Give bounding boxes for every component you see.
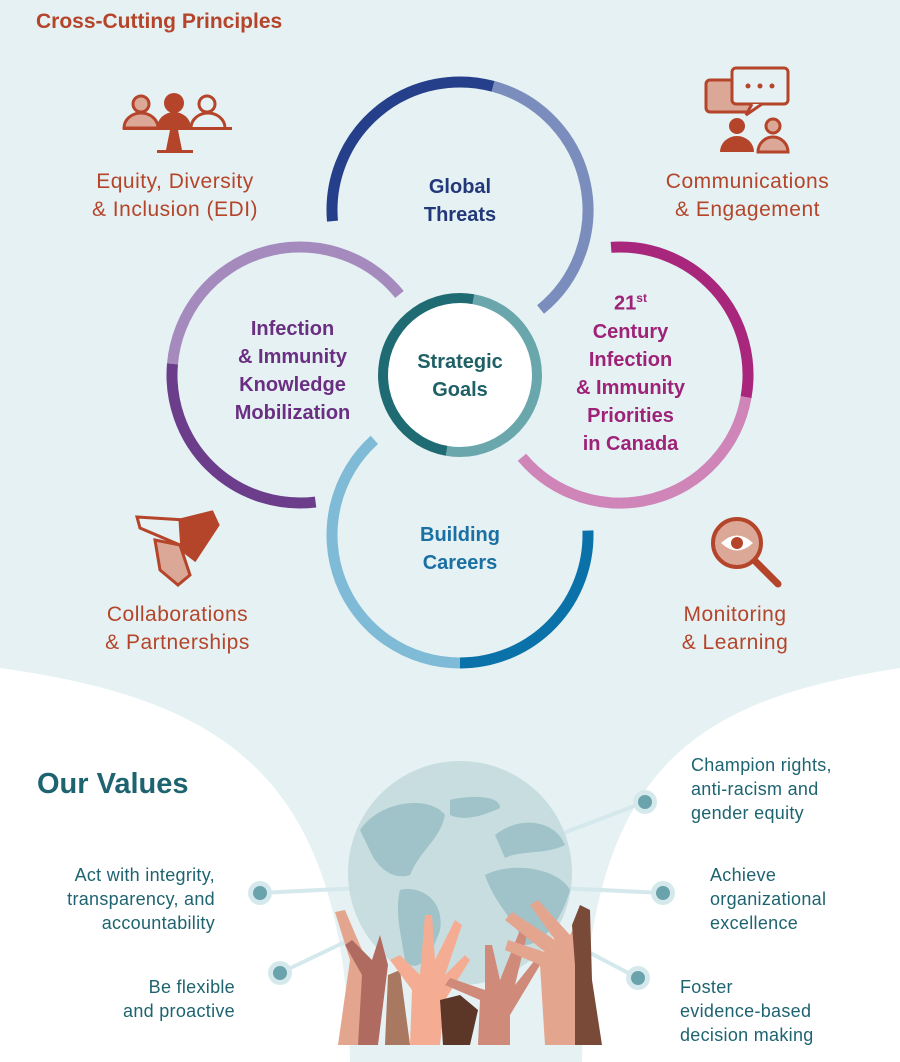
value-line: Achieve bbox=[710, 865, 777, 885]
goal-line: Knowledge bbox=[239, 374, 346, 396]
value-line: accountability bbox=[101, 913, 215, 933]
value-line: excellence bbox=[710, 913, 799, 933]
principle-line: Equity, Diversity bbox=[96, 170, 254, 193]
goal-line: Priorities bbox=[587, 404, 674, 427]
goal-line: Goals bbox=[432, 379, 488, 401]
value-line: transparency, and bbox=[67, 889, 215, 909]
value-line: anti-racism and bbox=[691, 779, 819, 799]
value-line: gender equity bbox=[691, 803, 804, 823]
value-organizational-excellence: Achieve organizational excellence bbox=[710, 863, 826, 935]
goal-line: Infection bbox=[250, 318, 335, 340]
goal-line: Global bbox=[428, 176, 492, 198]
value-line: Be flexible bbox=[148, 977, 235, 997]
goal-global-threats: Global Threats bbox=[395, 173, 525, 229]
our-values-title: Our Values bbox=[37, 768, 189, 800]
goal-superscript: st bbox=[636, 291, 647, 305]
goal-21st-century-priorities: 21st Century Infection & Immunity Priori… bbox=[548, 284, 713, 458]
principle-line: & Partnerships bbox=[105, 631, 250, 654]
goal-line: Strategic bbox=[417, 351, 503, 373]
principle-collaborations: Collaborations & Partnerships bbox=[60, 601, 295, 657]
value-champion-rights: Champion rights, anti-racism and gender … bbox=[691, 753, 832, 825]
value-line: and proactive bbox=[123, 1001, 235, 1021]
ring-knowledge-dark bbox=[166, 363, 317, 509]
ring-knowledge-light bbox=[167, 241, 404, 365]
goal-line: Century bbox=[592, 320, 669, 343]
ring-center-light bbox=[445, 294, 542, 457]
value-integrity: Act with integrity, transparency, and ac… bbox=[20, 863, 215, 935]
raised-hands-icon bbox=[335, 900, 602, 1045]
ring-careers-light bbox=[326, 435, 461, 669]
principle-line: Monitoring bbox=[683, 603, 787, 626]
ring-century-light bbox=[517, 396, 752, 509]
principle-edi: Equity, Diversity & Inclusion (EDI) bbox=[60, 168, 290, 224]
value-evidence-based: Foster evidence-based decision making bbox=[680, 975, 814, 1047]
goal-line: in Canada bbox=[582, 432, 679, 455]
goal-knowledge-mobilization: Infection & Immunity Knowledge Mobilizat… bbox=[205, 315, 380, 427]
principle-line: & Learning bbox=[681, 631, 789, 654]
ring-global-threats-light bbox=[491, 81, 594, 314]
goal-line: & Immunity bbox=[576, 376, 685, 399]
chat-people-icon bbox=[704, 66, 790, 154]
goal-line: Threats bbox=[423, 204, 497, 226]
ring-careers-dark bbox=[459, 530, 594, 669]
value-line: Foster bbox=[680, 977, 733, 997]
goal-line: Infection bbox=[588, 348, 673, 371]
principle-line: & Engagement bbox=[675, 198, 820, 221]
center-disc bbox=[383, 298, 537, 452]
principle-monitoring: Monitoring & Learning bbox=[640, 601, 830, 657]
cross-cutting-principles-title: Cross-Cutting Principles bbox=[36, 10, 283, 33]
ring-center-dark bbox=[378, 293, 475, 456]
goal-line: Mobilization bbox=[234, 402, 351, 424]
value-flexible: Be flexible and proactive bbox=[40, 975, 235, 1023]
goal-line: Careers bbox=[422, 552, 498, 574]
principle-line: & Inclusion (EDI) bbox=[91, 198, 259, 221]
principle-line: Communications bbox=[665, 170, 830, 193]
equity-scale-people-icon bbox=[122, 93, 232, 153]
value-line: organizational bbox=[710, 889, 827, 909]
principle-communications: Communications & Engagement bbox=[635, 168, 860, 224]
value-line: Act with integrity, bbox=[74, 865, 215, 885]
magnifier-eye-icon bbox=[711, 517, 782, 588]
goal-line: Building bbox=[420, 524, 500, 546]
goal-building-careers: Building Careers bbox=[395, 521, 525, 577]
value-line: decision making bbox=[680, 1025, 814, 1045]
ring-century-dark bbox=[610, 241, 754, 399]
goal-number: 21 bbox=[614, 292, 637, 315]
ring-global-threats-dark bbox=[326, 76, 495, 222]
value-dots bbox=[248, 790, 675, 990]
principle-line: Collaborations bbox=[106, 603, 249, 626]
goal-line: & Immunity bbox=[238, 346, 347, 368]
value-line: evidence-based bbox=[680, 1001, 812, 1021]
strategic-goals-center: Strategic Goals bbox=[395, 348, 525, 404]
value-line: Champion rights, bbox=[691, 755, 832, 775]
goal-rings bbox=[166, 76, 754, 669]
joined-hands-icon bbox=[135, 510, 220, 587]
